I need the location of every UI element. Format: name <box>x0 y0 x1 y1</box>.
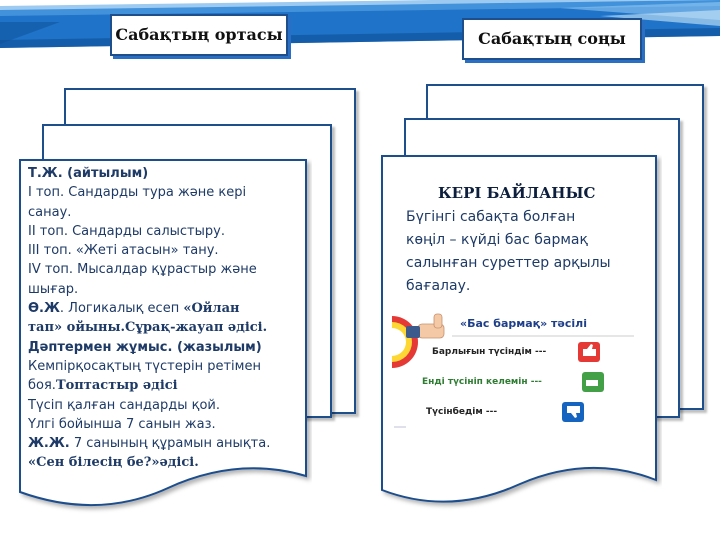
left-card-line: тап» ойыны.Сұрақ-жауап әдісі. <box>28 318 308 337</box>
thumbs-row-label: Енді түсініп келемін --- <box>422 377 542 387</box>
left-card-text: І топ. Сандарды тура және кері <box>28 185 247 201</box>
left-card-line: І топ. Сандарды тура және кері <box>28 183 308 202</box>
left-front-card <box>19 159 307 507</box>
left-card-line: Түсіп қалған сандарды қой. <box>28 396 308 415</box>
left-card-text: Т.Ж. (айтылым) <box>28 166 149 181</box>
thumbs-row-label: Барлығын түсіндім --- <box>432 347 547 357</box>
feedback-line: бағалау. <box>406 278 471 294</box>
left-card-line: боя.Топтастыр әдісі <box>28 376 308 395</box>
left-card-text: боя. <box>28 378 56 394</box>
neutral-hand-icon <box>582 372 604 392</box>
dislike-icon <box>562 402 584 422</box>
thumbs-row-label: Түсінбедім --- <box>426 407 498 417</box>
feedback-line: көңіл – күйді бас бармақ <box>406 232 588 248</box>
left-card-line: Ж.Ж. 7 санының құрамын анықта. <box>28 434 308 453</box>
left-card-line: шығар. <box>28 280 308 299</box>
left-card-line: Дәптермен жұмыс. (жазылым) <box>28 338 308 357</box>
left-card-line: Кемпірқосақтың түстерін ретімен <box>28 357 308 376</box>
feedback-description: Бүгінгі сабақта болған көңіл – күйді бас… <box>406 206 650 298</box>
left-card-text: санау. <box>28 204 72 220</box>
right-front-card <box>381 155 657 503</box>
feedback-line: Бүгінгі сабақта болған <box>406 209 576 225</box>
tab-lesson-middle[interactable]: Сабақтың ортасы <box>110 14 288 56</box>
left-card-line: Ө.Ж. Логикалық есеп «Ойлан <box>28 299 308 318</box>
left-card-text: Үлгі бойынша 7 санын жаз. <box>28 416 216 432</box>
left-card-line: Үлгі бойынша 7 санын жаз. <box>28 415 308 434</box>
like-icon <box>578 342 600 362</box>
left-card-text: «Ойлан <box>183 301 240 317</box>
left-card-line: санау. <box>28 203 308 222</box>
left-card-text: Түсіп қалған сандарды қой. <box>28 397 221 413</box>
left-card-line: ІІ топ. Сандарды салыстыру. <box>28 222 308 241</box>
tab-lesson-end[interactable]: Сабақтың соңы <box>462 18 642 60</box>
left-card-text: шығар. <box>28 281 79 297</box>
left-card-text: Кемпірқосақтың түстерін ретімен <box>28 358 261 374</box>
left-card-line: ІІІ топ. «Жеті атасын» тану. <box>28 241 308 260</box>
left-card-text: Топтастыр әдісі <box>55 378 178 394</box>
feedback-title: КЕРІ БАЙЛАНЫС <box>438 184 596 202</box>
left-card-text: ІІ топ. Сандарды салыстыру. <box>28 223 225 239</box>
thumbs-panel-heading: «Бас бармақ» тәсілі <box>460 317 588 330</box>
left-card-text: Дәптермен жұмыс. (жазылым) <box>28 339 262 355</box>
feedback-line: салынған суреттер арқылы <box>406 255 611 271</box>
left-card-line: ІV топ. Мысалдар құрастыр және <box>28 260 308 279</box>
thumbs-up-hand-icon <box>406 313 445 339</box>
left-card-text: ІІІ топ. «Жеті атасын» тану. <box>28 243 219 259</box>
left-card-line: Т.Ж. (айтылым) <box>28 164 308 183</box>
left-card-text: тап» ойыны.Сұрақ-жауап әдісі. <box>28 320 268 336</box>
thumbs-panel-graphic <box>392 313 634 428</box>
left-card-text: . Логикалық есеп <box>59 301 184 317</box>
left-card-text: 7 санының құрамын анықта. <box>69 436 271 452</box>
left-card-line: «Сен білесің бе?»әдісі. <box>28 453 308 472</box>
left-card-text: «Сен білесің бе?»әдісі. <box>28 455 199 471</box>
left-card-text: ІV топ. Мысалдар құрастыр және <box>28 262 257 278</box>
left-card-content: Т.Ж. (айтылым) І топ. Сандарды тура және … <box>28 164 308 473</box>
left-card-text: Ж.Ж. <box>28 436 70 452</box>
left-card-text: Ө.Ж <box>28 301 60 317</box>
thumbs-method-panel: «Бас бармақ» тәсілі Барлығын түсіндім --… <box>392 308 642 436</box>
